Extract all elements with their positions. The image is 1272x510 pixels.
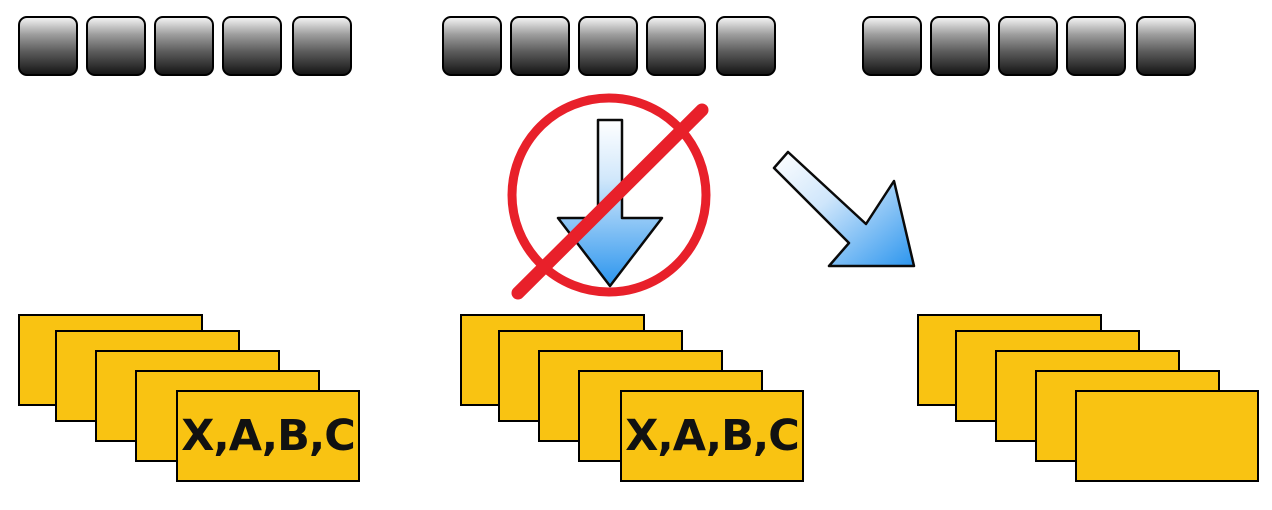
key — [578, 16, 638, 76]
key — [862, 16, 922, 76]
key — [18, 16, 78, 76]
key — [86, 16, 146, 76]
key — [292, 16, 352, 76]
key — [1066, 16, 1126, 76]
key — [222, 16, 282, 76]
card-front-blank — [1075, 390, 1259, 482]
card-front-label: X,A,B,C — [620, 390, 804, 482]
card-front-label: X,A,B,C — [176, 390, 360, 482]
key — [998, 16, 1058, 76]
key — [716, 16, 776, 76]
key — [154, 16, 214, 76]
prohibition-icon — [507, 93, 711, 300]
key — [1136, 16, 1196, 76]
key — [510, 16, 570, 76]
key — [646, 16, 706, 76]
key — [442, 16, 502, 76]
diagonal-arrow-icon — [772, 150, 916, 268]
key — [930, 16, 990, 76]
